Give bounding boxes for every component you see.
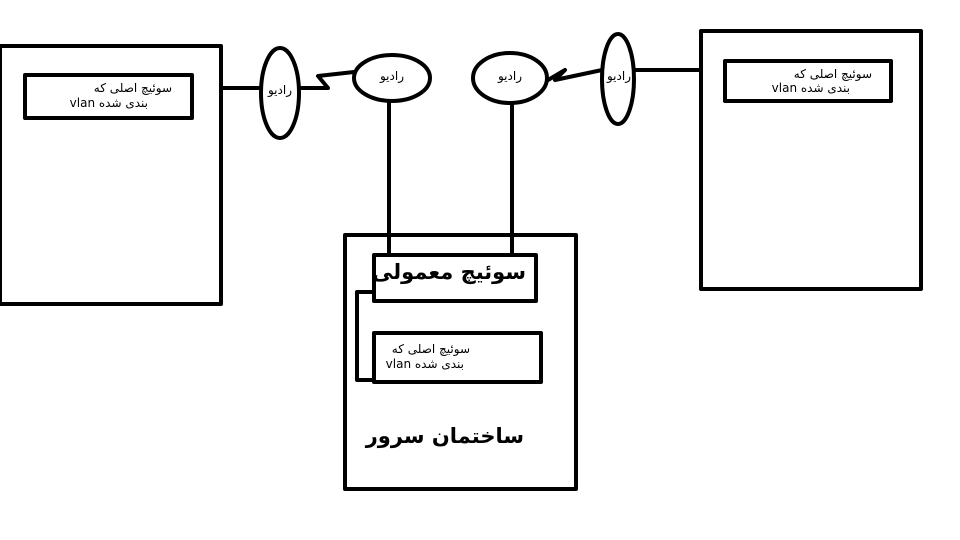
normal-switch-label: سوئیچ معمولی	[372, 260, 526, 284]
server-switch-label-2: vlan بندی شده	[386, 357, 464, 371]
radio-right-inner-label: رادیو	[497, 69, 522, 84]
radio-left-outer	[259, 46, 301, 140]
left-main-switch-box	[23, 73, 194, 120]
right-switch-label-2: vlan بندی شده	[772, 81, 850, 95]
left-building-box	[0, 44, 223, 306]
radio-left-inner	[352, 53, 432, 103]
right-building-box	[699, 29, 923, 291]
normal-switch-box	[372, 253, 538, 303]
left-switch-label-2: vlan بندی شده	[70, 96, 148, 110]
radio-right-outer	[600, 32, 636, 126]
right-switch-label-1: سوئیچ اصلی که	[794, 67, 872, 82]
wireless-link-right	[546, 68, 604, 82]
server-building-box	[343, 233, 578, 491]
cable-normal-to-main-switch	[355, 290, 376, 382]
server-building-title: ساختمان سرور	[365, 424, 524, 448]
right-main-switch-box	[723, 59, 893, 103]
left-switch-label-1: سوئیچ اصلی که	[94, 81, 172, 96]
wireless-link-left	[297, 70, 356, 90]
radio-left-inner-label: رادیو	[379, 69, 404, 84]
server-main-switch-box	[372, 331, 543, 384]
radio-right-outer-label: رادیو	[606, 69, 631, 84]
server-switch-label-1: سوئیچ اصلی که	[392, 342, 470, 357]
radio-left-outer-label: رادیو	[267, 83, 292, 98]
